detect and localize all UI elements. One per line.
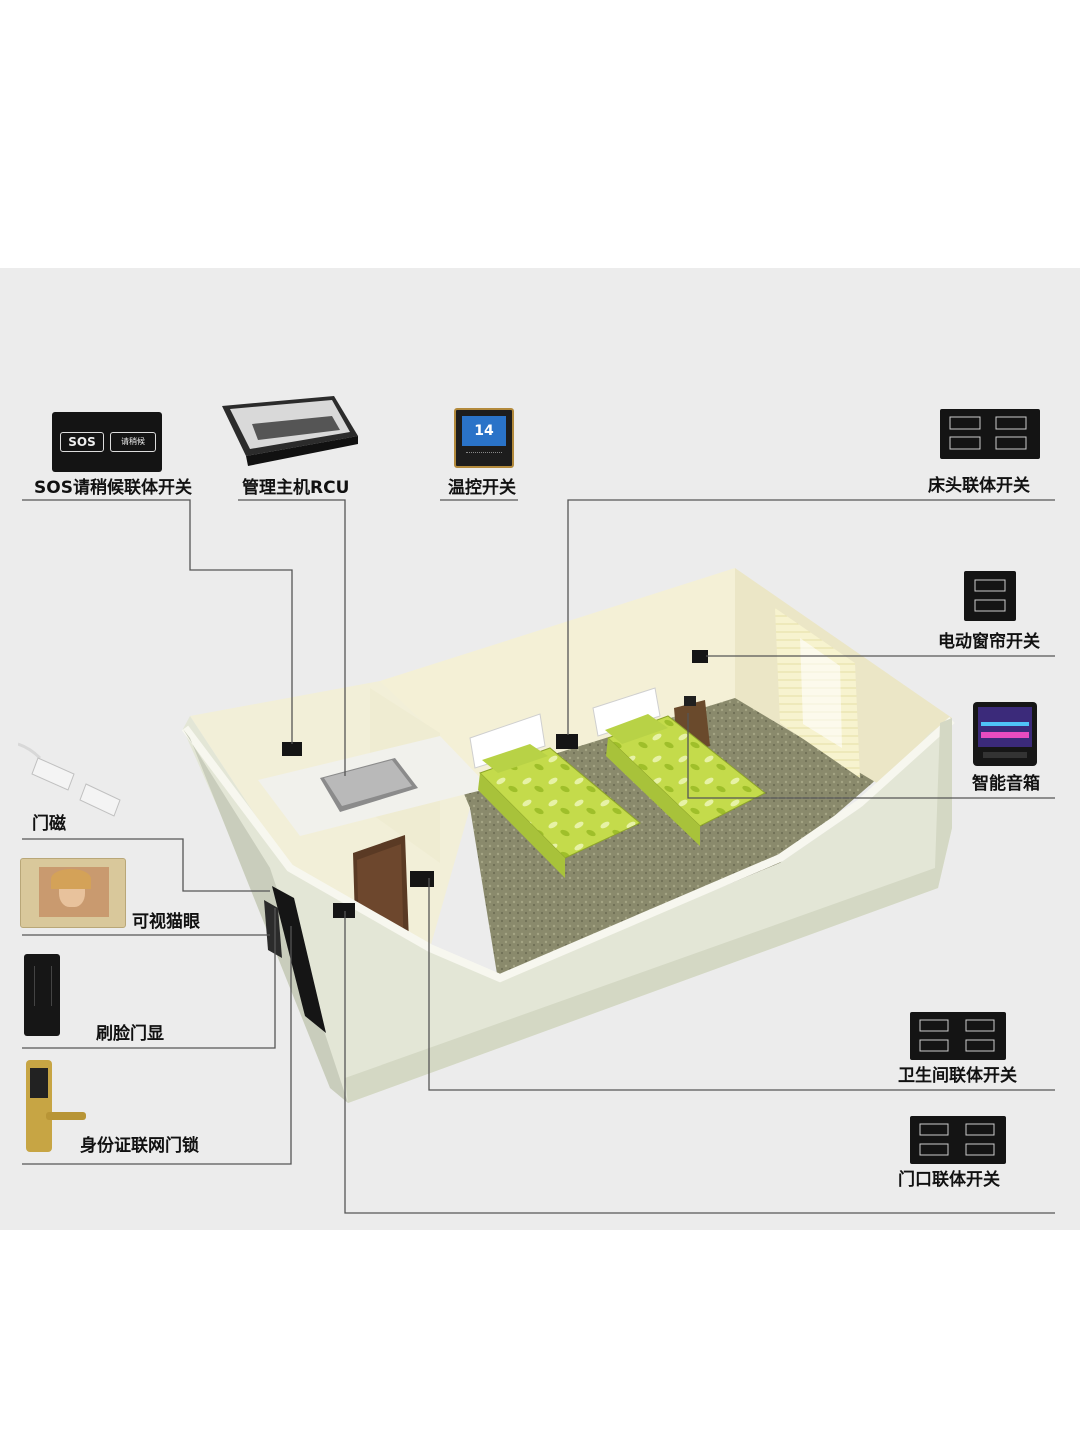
hotel-room-diagram (22, 499, 1055, 1214)
curtain-switch-device (964, 571, 1016, 621)
label-curtain-switch: 电动窗帘开关 (938, 632, 1040, 652)
bathroom-switch-device (910, 1012, 1006, 1060)
switch-curtain-wall (692, 650, 708, 663)
label-smart-speaker: 智能音箱 (972, 774, 1040, 794)
line-bathroom (428, 878, 1055, 1091)
face-door-display-device (24, 954, 60, 1036)
switch-bedside-wall (556, 734, 578, 749)
switch-bathroom-wall (410, 871, 434, 887)
switch-entrance-wall (333, 903, 355, 918)
switch-sos-wall (282, 742, 302, 756)
label-entrance-switch: 门口联体开关 (898, 1170, 1000, 1190)
label-id-lock: 身份证联网门锁 (80, 1136, 199, 1156)
line-face-display (22, 908, 276, 1049)
outer-side-wall (345, 718, 952, 1103)
line-door-sensor (22, 838, 270, 892)
line-speaker (687, 713, 1055, 799)
line-rcu (238, 499, 346, 776)
line-sos (22, 499, 293, 744)
label-bathroom-switch: 卫生间联体开关 (898, 1066, 1017, 1086)
thermostat-screen: 14 (462, 416, 506, 446)
label-door-sensor: 门磁 (32, 814, 66, 834)
thermostat-device: 14 (454, 408, 514, 468)
entrance-switch-device (910, 1116, 1006, 1164)
smart-speaker-device (973, 702, 1037, 766)
outer-entrance-door (272, 886, 326, 1033)
line-bedside (567, 499, 1055, 735)
label-rcu-host: 管理主机RCU (242, 478, 350, 498)
bedside-switch-device (940, 409, 1040, 459)
please-wait-button: 请稍候 (110, 432, 156, 452)
peephole-screen (39, 867, 109, 917)
door-sensor-device (17, 738, 123, 818)
id-lock-device (26, 1060, 88, 1156)
rcu-host-device (222, 396, 358, 466)
video-peephole-device (20, 858, 126, 928)
label-video-peephole: 可视猫眼 (132, 912, 200, 932)
label-bedside-switch: 床头联体开关 (928, 476, 1030, 496)
front-wall (183, 716, 952, 1103)
label-sos-switch: SOS请稍候联体开关 (34, 478, 192, 498)
line-entrance (344, 911, 1055, 1214)
sos-button: SOS (60, 432, 104, 452)
back-wall (380, 568, 735, 808)
leader-lines (22, 499, 1055, 1214)
label-face-door-display: 刷脸门显 (96, 1024, 164, 1044)
diagram-panel: SOS 请稍候 14 (0, 268, 1080, 1230)
label-thermostat: 温控开关 (448, 478, 516, 498)
line-id-lock (22, 926, 292, 1165)
sos-switch-device: SOS 请稍候 (52, 412, 162, 472)
